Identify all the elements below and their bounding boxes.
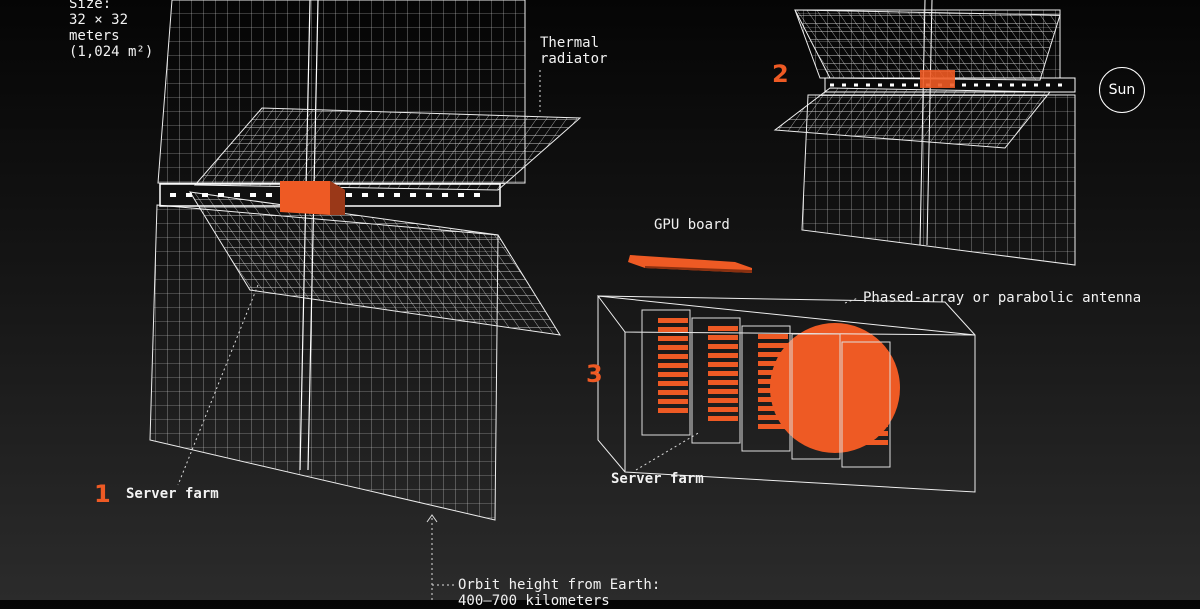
gpu-board-slot — [708, 335, 738, 340]
gpu-board-slot — [808, 432, 838, 437]
gpu-board-slot — [658, 381, 688, 386]
step-2-number: 2 — [772, 60, 789, 88]
gpu-board-slot — [658, 408, 688, 413]
gpu-board-slot — [708, 416, 738, 421]
gpu-board-slot — [808, 360, 838, 365]
server-rack — [791, 333, 841, 460]
gpu-board-slot — [708, 344, 738, 349]
gpu-board-slot — [708, 407, 738, 412]
gpu-board-slot — [708, 371, 738, 376]
gpu-board-slot — [658, 327, 688, 332]
thermal-radiator-lower — [189, 191, 561, 336]
gpu-board-slot — [758, 379, 788, 384]
server-rack — [841, 341, 891, 468]
gpu-board-slot — [658, 318, 688, 323]
gpu-board-slot — [808, 342, 838, 347]
orbit-label: Orbit height from Earth:400–700 kilomete… — [458, 577, 661, 609]
gpu-board-slot — [708, 326, 738, 331]
gpu-board-slot — [808, 423, 838, 428]
gpu-board-label: GPU board — [654, 217, 730, 233]
satellite-2 — [773, 0, 1076, 266]
gpu-board-slot — [858, 431, 888, 436]
gpu-board-slot — [858, 404, 888, 409]
gpu-board-slot — [858, 368, 888, 373]
gpu-board-slot — [708, 389, 738, 394]
gpu-board-slot — [858, 386, 888, 391]
thermal-radiator-upper — [193, 107, 582, 191]
gpu-board-slot — [758, 370, 788, 375]
gpu-board-slot — [808, 396, 838, 401]
gpu-board-slot — [858, 440, 888, 445]
antenna-label: Phased-array or parabolic antenna — [863, 290, 1142, 306]
gpu-board-slot — [708, 353, 738, 358]
gpu-board-slot — [758, 388, 788, 393]
gpu-board-slot — [758, 334, 788, 339]
gpu-board-slot — [658, 345, 688, 350]
step-1-number: 1 — [94, 480, 111, 508]
server-farm-box — [596, 295, 976, 493]
step-3-number: 3 — [586, 360, 603, 388]
server-rack — [691, 317, 741, 444]
sun-badge: Sun — [1099, 67, 1145, 113]
gpu-board-slot — [858, 422, 888, 427]
gpu-board-slot — [758, 406, 788, 411]
gpu-board-slot — [658, 336, 688, 341]
gpu-board-slot — [858, 377, 888, 382]
gpu-board-slot — [858, 350, 888, 355]
gpu-board-slot — [758, 352, 788, 357]
server-rack — [641, 309, 691, 436]
server-farm-label-3: Server farm — [611, 471, 704, 487]
gpu-board-slot — [808, 351, 838, 356]
gpu-board-slot — [808, 378, 838, 383]
server-module-2 — [920, 70, 955, 88]
server-module — [280, 181, 345, 215]
gpu-board-slot — [758, 343, 788, 348]
gpu-board-slot — [758, 424, 788, 429]
gpu-board-slot — [658, 372, 688, 377]
gpu-board-slot — [658, 390, 688, 395]
gpu-board-slot — [808, 369, 838, 374]
server-farm-label-1: Server farm — [126, 486, 219, 502]
gpu-board-slot — [708, 362, 738, 367]
gpu-board-slot — [658, 399, 688, 404]
satellite-1 — [149, 0, 582, 600]
gpu-board-slot — [858, 413, 888, 418]
gpu-board-slot — [708, 398, 738, 403]
server-rack — [741, 325, 791, 452]
gpu-board-slot — [758, 415, 788, 420]
gpu-board-slot — [708, 380, 738, 385]
gpu-board-slot — [858, 395, 888, 400]
gpu-board-slot — [758, 361, 788, 366]
gpu-board-slot — [808, 387, 838, 392]
gpu-board-slot — [658, 354, 688, 359]
gpu-board-slot — [858, 359, 888, 364]
gpu-board-slot — [808, 414, 838, 419]
gpu-board-slot — [758, 397, 788, 402]
gpu-board-slot — [658, 363, 688, 368]
sun-label: Sun — [1108, 82, 1136, 98]
gpu-board-slot — [808, 405, 838, 410]
